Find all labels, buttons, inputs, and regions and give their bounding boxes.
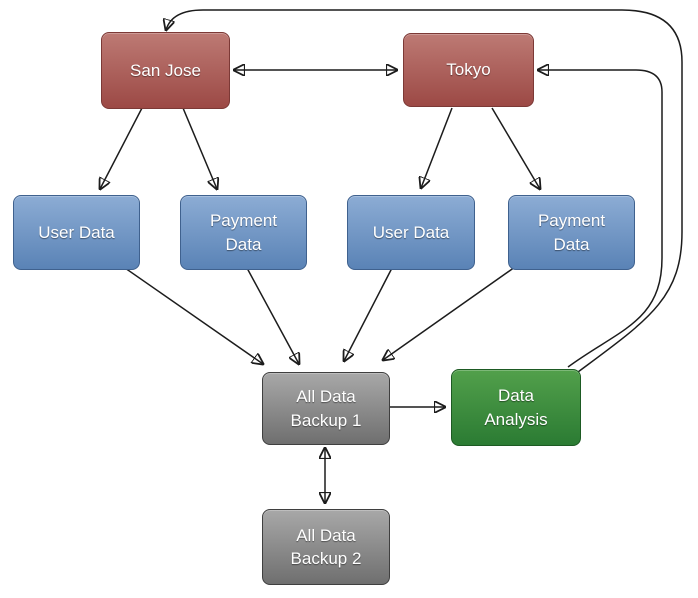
node-user-data-right-label: User Data [372, 222, 450, 242]
node-san-jose: San Jose [101, 32, 230, 109]
node-all-data-backup-2-label: All Data Backup 2 [290, 525, 362, 568]
node-tokyo-label: Tokyo [446, 60, 491, 80]
node-tokyo: Tokyo [403, 33, 534, 107]
node-payment-data-right-label: Payment Data [537, 211, 606, 254]
node-payment-data-left-label: Payment Data [209, 211, 278, 254]
node-data-analysis-label: Data Analysis [484, 386, 548, 429]
node-user-data-right: User Data [347, 195, 475, 270]
node-user-data-left: User Data [13, 195, 140, 270]
edge-payment-data-right-backup1 [383, 266, 516, 360]
edge-user-data-left-backup1 [124, 267, 263, 364]
edge-user-data-right-backup1 [344, 267, 393, 361]
node-san-jose-label: San Jose [130, 60, 201, 80]
edge-san-jose-payment-data-left [182, 107, 217, 189]
node-user-data-left-label: User Data [38, 222, 115, 242]
node-data-analysis: Data Analysis [451, 369, 581, 446]
node-all-data-backup-1: All Data Backup 1 [262, 372, 390, 445]
edge-tokyo-user-data-right [421, 107, 453, 188]
edge-san-jose-user-data-left [100, 107, 143, 189]
edge-data-analysis-tokyo [538, 70, 663, 368]
edge-tokyo-payment-data-right [491, 107, 540, 189]
node-payment-data-left: Payment Data [180, 195, 307, 270]
edge-data-analysis-san-jose [166, 9, 683, 373]
node-all-data-backup-2: All Data Backup 2 [262, 509, 390, 585]
node-payment-data-right: Payment Data [508, 195, 635, 270]
edge-payment-data-left-backup1 [246, 267, 299, 364]
node-all-data-backup-1-label: All Data Backup 1 [290, 387, 362, 430]
